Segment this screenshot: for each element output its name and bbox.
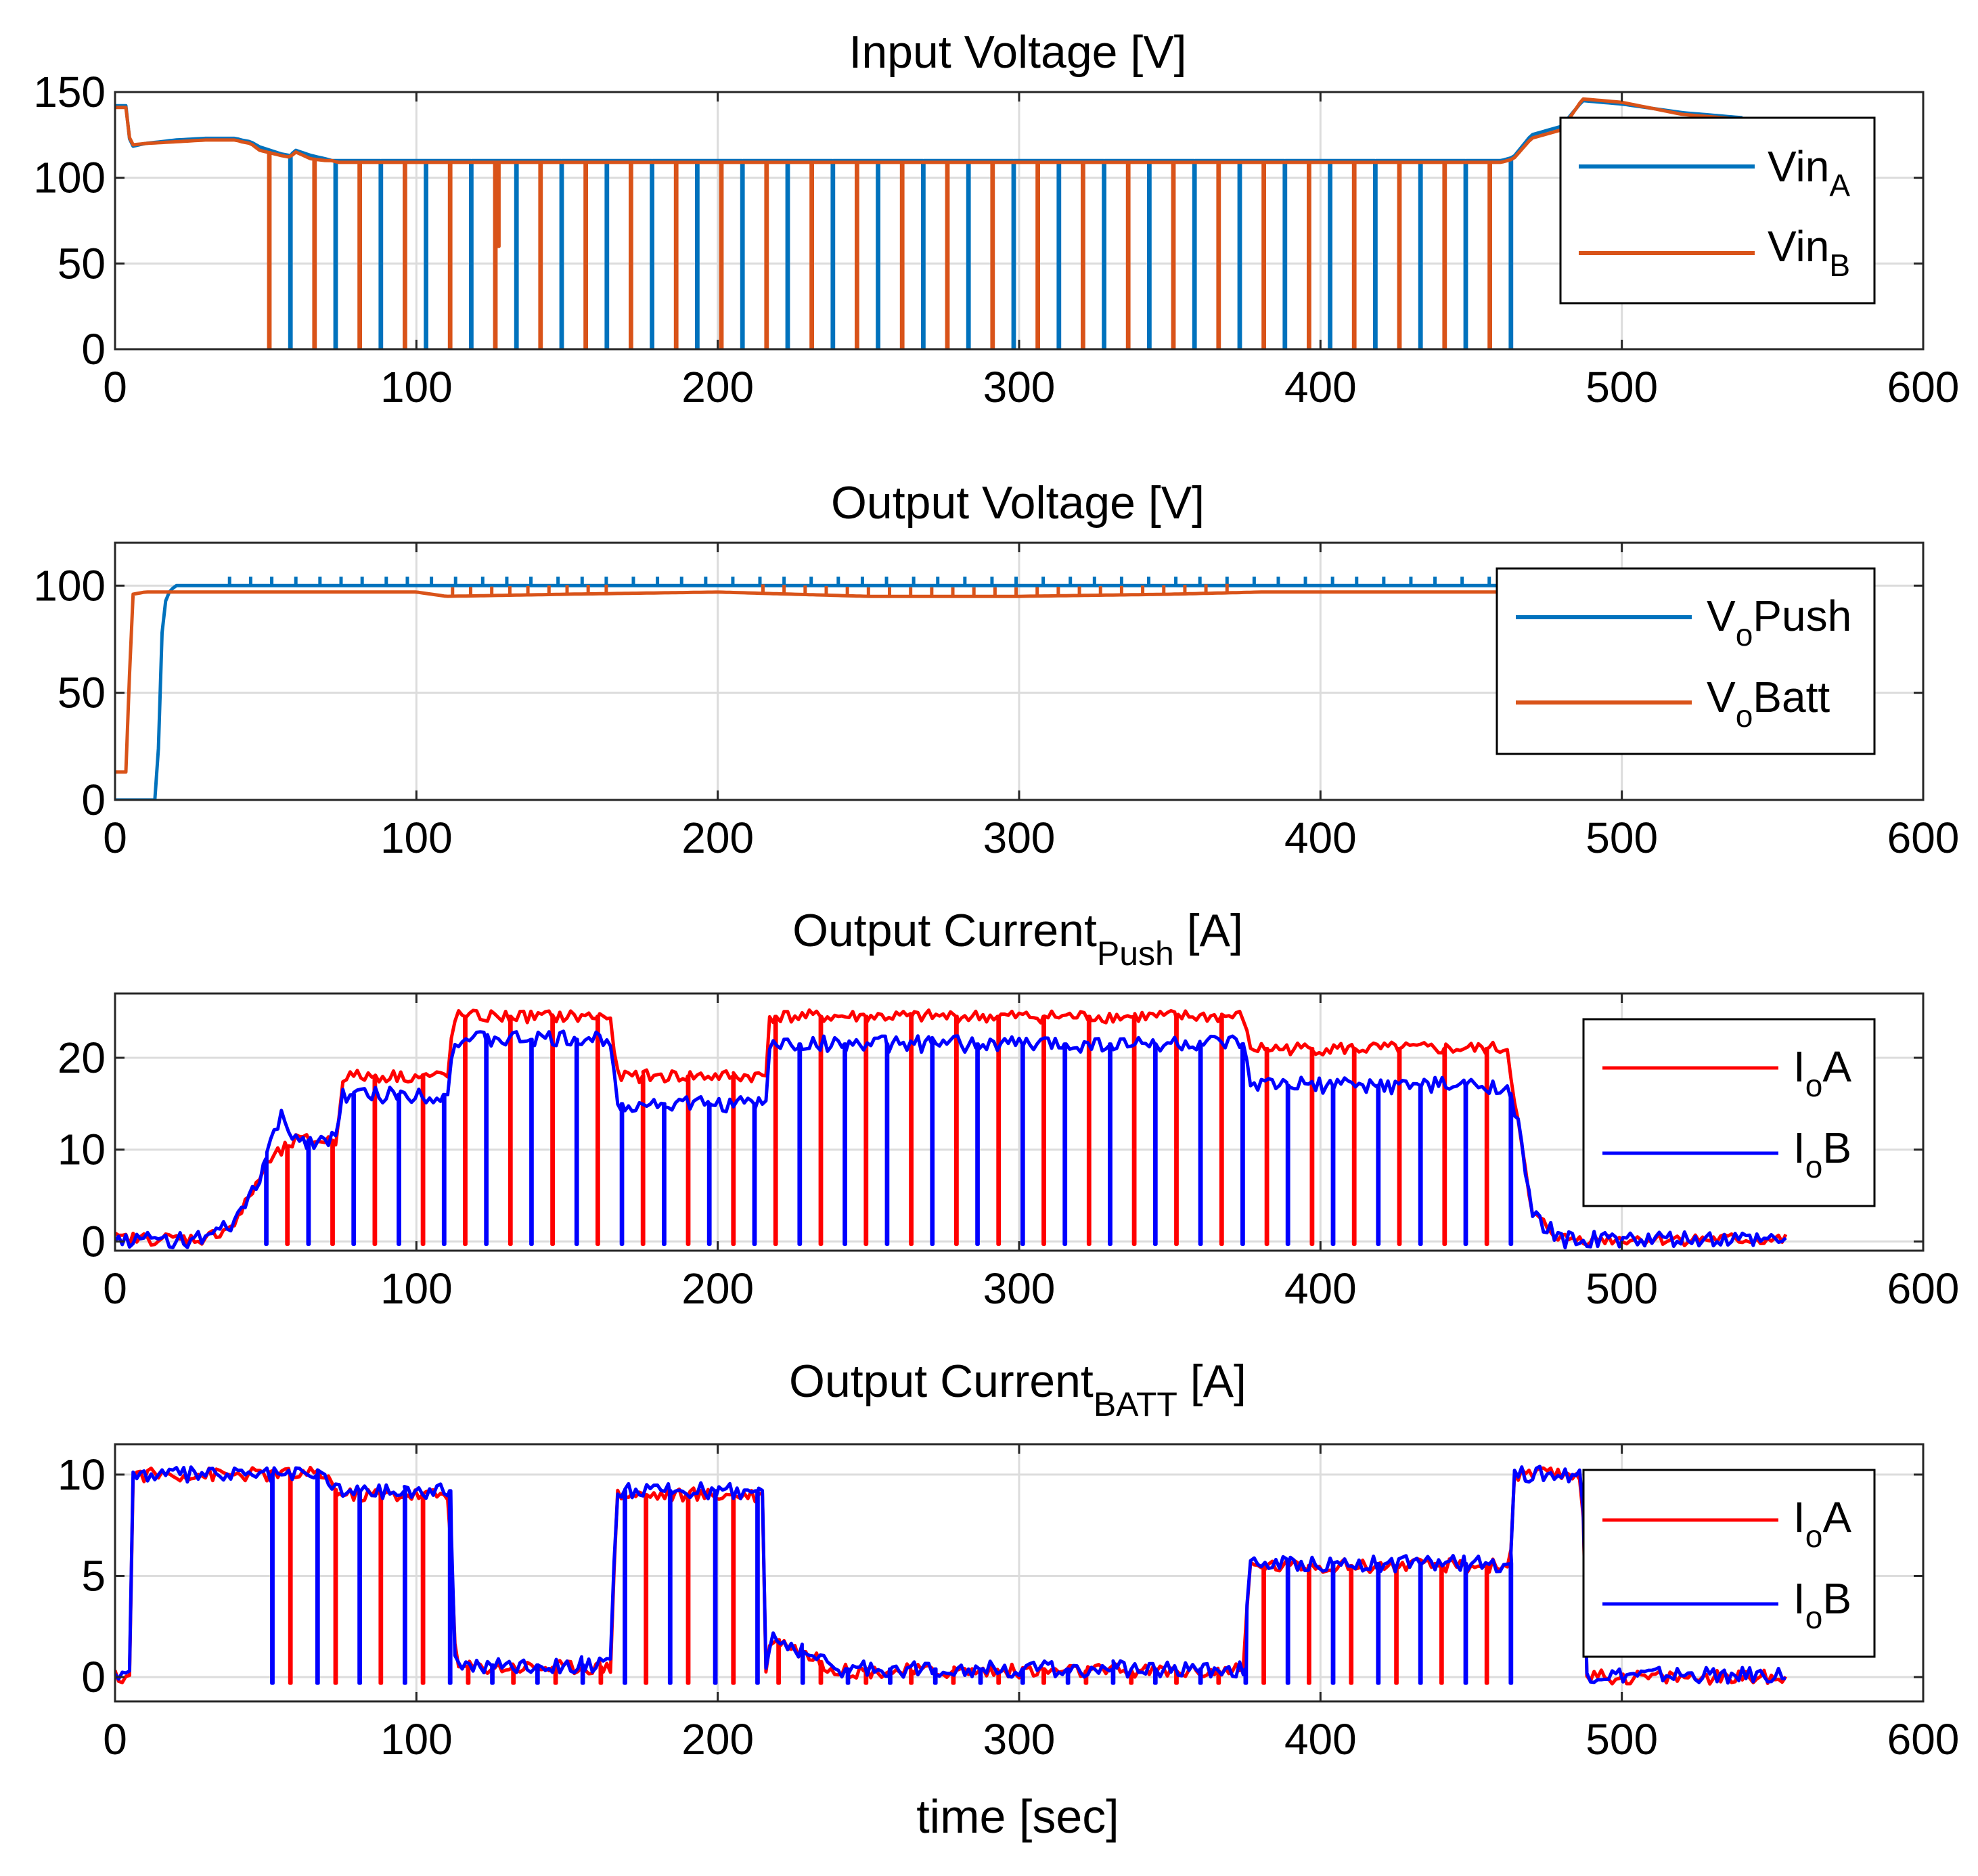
x-tick-label: 500 — [1586, 1264, 1658, 1313]
x-tick-label: 100 — [380, 1715, 453, 1764]
panel-title: Output CurrentPush [A] — [792, 905, 1243, 973]
legend-label-series-2: IoB — [1793, 1574, 1851, 1635]
x-tick-label: 400 — [1284, 1264, 1357, 1313]
series-layer — [115, 1465, 1788, 1686]
tick-layer: 0 100 200 300 400 500 600 0 5 10 — [58, 1444, 1960, 1764]
x-tick-label: 100 — [380, 363, 453, 411]
series-line-2 — [115, 590, 1500, 774]
series-line-1 — [115, 583, 1500, 800]
y-tick-label: 5 — [81, 1551, 106, 1600]
y-tick-label: 50 — [58, 239, 106, 288]
legend-label-series-2: IoB — [1793, 1123, 1851, 1184]
y-tick-label: 10 — [58, 1450, 106, 1499]
x-tick-label: 200 — [681, 813, 754, 862]
y-tick-label: 50 — [58, 669, 106, 717]
series-line-1 — [115, 1008, 1788, 1247]
y-tick-label: 100 — [33, 154, 106, 202]
tick-layer: 0 100 200 300 400 500 600 0 10 20 — [58, 993, 1960, 1313]
y-tick-label: 100 — [33, 561, 106, 610]
x-tick-label: 500 — [1586, 1715, 1658, 1764]
y-tick-label: 150 — [33, 68, 106, 116]
x-tick-label: 200 — [681, 1264, 754, 1313]
x-tick-label: 0 — [103, 1715, 127, 1764]
x-tick-label: 300 — [983, 813, 1056, 862]
y-tick-label: 20 — [58, 1033, 106, 1082]
legend: VoPush VoBatt — [1496, 567, 1876, 755]
x-tick-label: 300 — [983, 363, 1056, 411]
x-tick-label: 600 — [1887, 363, 1960, 411]
x-axis-label: time [sec] — [916, 1790, 1119, 1843]
x-tick-label: 0 — [103, 363, 127, 411]
legend-label-series-1: VinA — [1768, 142, 1850, 203]
y-tick-label: 0 — [81, 1217, 106, 1266]
series-line-2 — [115, 1465, 1786, 1685]
x-tick-label: 400 — [1284, 363, 1357, 411]
tick-layer: 0 100 200 300 400 500 600 0 50 100 — [33, 543, 1959, 862]
legend: IoA IoB — [1582, 1018, 1876, 1207]
series-line-2 — [115, 1029, 1787, 1250]
x-tick-label: 300 — [983, 1264, 1056, 1313]
panel-output-voltage: Output Voltage [V] 0 100 200 300 400 500 600 0 5… — [33, 477, 1959, 862]
legend-box — [1559, 116, 1876, 305]
series-layer — [115, 577, 1500, 800]
x-tick-label: 200 — [681, 1715, 754, 1764]
x-tick-label: 0 — [103, 1264, 127, 1313]
legend-label-series-2: VinB — [1768, 222, 1850, 283]
legend-label-series-2: VoBatt — [1707, 673, 1830, 734]
x-tick-label: 300 — [983, 1715, 1056, 1764]
x-tick-label: 400 — [1284, 1715, 1357, 1764]
x-tick-label: 400 — [1284, 813, 1357, 862]
legend-label-series-1: IoA — [1793, 1042, 1851, 1103]
panel-title: Output Voltage [V] — [831, 477, 1205, 529]
x-tick-label: 100 — [380, 813, 453, 862]
series-layer — [115, 97, 1743, 349]
series-line-2 — [115, 97, 1743, 349]
legend-box — [1582, 1469, 1876, 1658]
legend-box — [1496, 567, 1876, 755]
panel-title: Output CurrentBATT [A] — [789, 1356, 1246, 1423]
y-tick-label: 10 — [58, 1125, 106, 1174]
series-layer — [115, 1008, 1788, 1250]
x-tick-label: 600 — [1887, 813, 1960, 862]
x-tick-label: 100 — [380, 1264, 453, 1313]
y-tick-label: 0 — [81, 776, 106, 824]
x-tick-label: 600 — [1887, 1715, 1960, 1764]
series-line-1 — [115, 99, 1743, 349]
legend: IoA IoB — [1582, 1469, 1876, 1658]
legend-label-series-1: IoA — [1793, 1493, 1851, 1554]
y-tick-label: 0 — [81, 1653, 106, 1701]
x-tick-label: 0 — [103, 813, 127, 862]
panel-title: Input Voltage [V] — [849, 26, 1186, 78]
x-tick-label: 600 — [1887, 1264, 1960, 1313]
legend: VinA VinB — [1559, 116, 1876, 305]
x-tick-label: 500 — [1586, 813, 1658, 862]
x-tick-label: 500 — [1586, 363, 1658, 411]
tick-layer: 0 100 200 300 400 500 600 0 50 100 150 — [33, 68, 1959, 411]
panel-input-voltage: Input Voltage [V] 0 100 200 300 400 500 600 0 50… — [33, 26, 1959, 411]
legend-box — [1582, 1018, 1876, 1207]
y-tick-label: 0 — [81, 325, 106, 374]
x-tick-label: 200 — [681, 363, 754, 411]
legend-label-series-1: VoPush — [1707, 591, 1851, 652]
